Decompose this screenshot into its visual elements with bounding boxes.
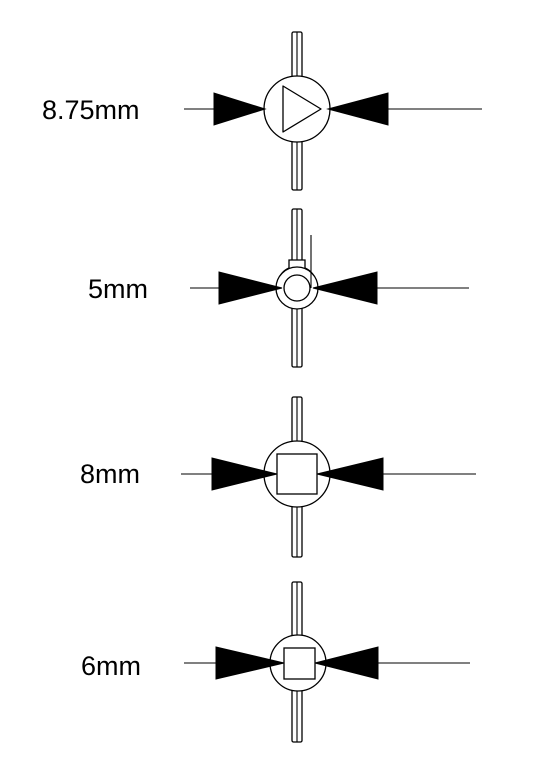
dimension-arrow-right bbox=[326, 92, 389, 126]
fitting-8-75mm: 8.75mm bbox=[42, 31, 482, 191]
fitting-5mm: 5mm bbox=[88, 208, 469, 368]
dimension-arrow-right bbox=[316, 457, 384, 491]
square-profile bbox=[283, 647, 316, 680]
fitting-8mm: 8mm bbox=[80, 396, 476, 558]
inner-circle bbox=[283, 274, 311, 302]
square-profile bbox=[276, 453, 318, 495]
triangle-profile bbox=[282, 85, 322, 133]
dimension-arrow-left bbox=[218, 271, 283, 305]
dimension-label-6mm: 6mm bbox=[81, 651, 141, 681]
dimension-arrow-left bbox=[215, 646, 285, 680]
fitting-6mm: 6mm bbox=[81, 581, 470, 743]
dimension-label-8-75mm: 8.75mm bbox=[42, 95, 140, 125]
dimension-label-5mm: 5mm bbox=[88, 274, 148, 304]
dimension-arrow-left bbox=[211, 457, 278, 491]
dimension-label-8mm: 8mm bbox=[80, 459, 140, 489]
dimension-arrow-right bbox=[314, 646, 379, 680]
dimension-arrow-left bbox=[213, 92, 267, 126]
dimension-arrow-right bbox=[312, 271, 378, 305]
